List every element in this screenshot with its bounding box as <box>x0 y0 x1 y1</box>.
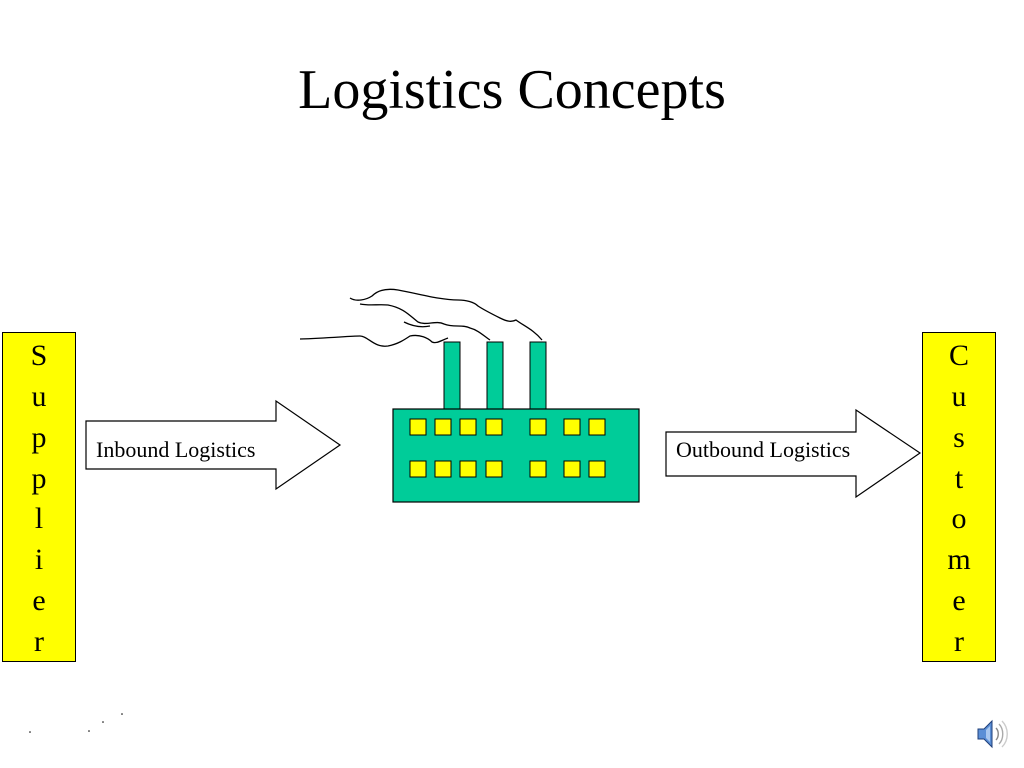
chimney <box>529 341 547 411</box>
inbound-arrow <box>85 399 342 491</box>
customer-letter: u <box>951 379 967 413</box>
customer-letter: e <box>952 584 966 618</box>
customer-letter: r <box>954 624 964 658</box>
supplier-letter: i <box>34 543 44 577</box>
supplier-letter: S <box>30 339 48 372</box>
chimney <box>443 341 461 411</box>
supplier-box: S u p p l i e r <box>2 332 76 662</box>
factory-windows <box>409 418 606 478</box>
speaker-icon[interactable] <box>970 714 1010 754</box>
outbound-arrow <box>665 408 922 499</box>
supplier-letter: u <box>31 379 47 413</box>
supplier-letter: e <box>32 584 46 618</box>
factory-icon <box>299 288 640 503</box>
outbound-logistics-label: Outbound Logistics <box>676 437 851 462</box>
supplier-letter: p <box>31 461 47 495</box>
customer-letter: s <box>953 420 965 454</box>
customer-letter: C <box>948 339 969 372</box>
chimney <box>486 341 504 411</box>
customer-letter: m <box>947 543 971 577</box>
customer-letter: t <box>954 461 964 495</box>
smoke-icon <box>299 288 543 347</box>
decorative-dots <box>29 713 123 733</box>
inbound-logistics-label: Inbound Logistics <box>96 437 256 462</box>
supplier-letter: p <box>31 420 47 454</box>
supplier-letter: l <box>34 502 44 536</box>
supplier-letter: r <box>34 624 44 658</box>
customer-box: C u s t o m e r <box>922 332 996 662</box>
slide-title: Logistics Concepts <box>298 59 726 121</box>
customer-letter: o <box>951 502 967 536</box>
